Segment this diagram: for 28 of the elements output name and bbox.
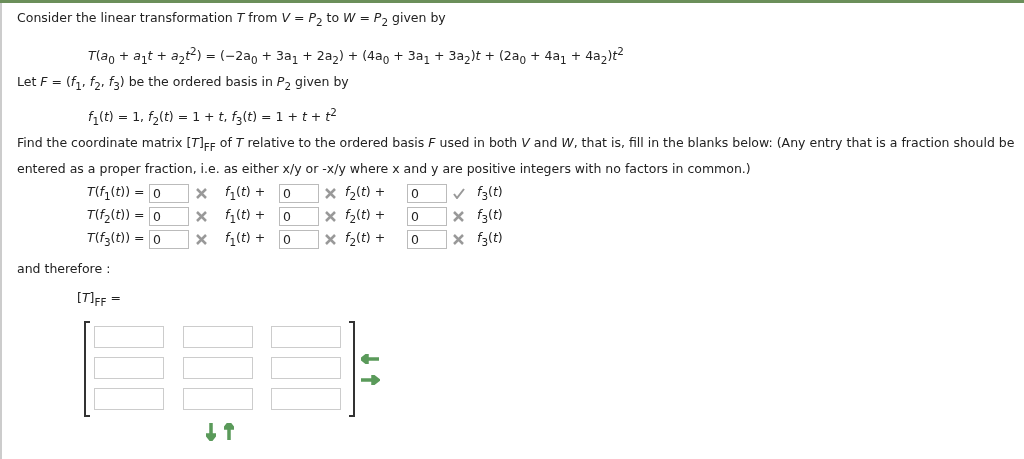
equation-label: T(f$_{1}$(t)) = <box>87 184 145 204</box>
input-field: 0 <box>279 207 319 226</box>
input-field: 0 <box>149 184 189 203</box>
equation-label: T(f$_{3}$(t)) = <box>87 230 145 250</box>
equation: f$_{1}$(t) = 1, f$_{2}$(t) = 1 + t, f$_{3}$(t) = 1 + t + t$^{2}$ <box>88 105 337 129</box>
input-field: 0 <box>149 207 189 226</box>
basis-term: f$_{3}$(t) <box>477 230 503 250</box>
basis-term: f$_{3}$(t) <box>477 207 503 227</box>
instruction-text: Find the coordinate matrix [T]$_{FF}$ of T relative to the ordered basis F used in both V and W, that is, fill in the blanks below: (Any entry that is a fraction should be entered as a proper fraction, i.e. as either x/y or -x/y where x and y are positive integers with no factors in common.) <box>17 134 1016 178</box>
equation-label: T(f$_{2}$(t)) = <box>87 207 145 227</box>
equation: T(a$_{0}$ + a$_{1}$t + a$_{2}$t$^{2}$) = (−2a$_{0}$ + 3a$_{1}$ + 2a$_{2}$) + (4a$_{0}$ + 3a$_{1}$ + 3a$_{2}$)t + (2a$_{0}$ + 4a$_{1}$ + 4a$_{2}$)t$^{2}$ <box>88 44 624 68</box>
basis-term: f$_{1}$(t) + <box>225 207 266 227</box>
input-field: 0 <box>407 184 447 203</box>
question-text: and therefore : <box>17 261 111 277</box>
basis-term: f$_{2}$(t) + <box>345 184 386 204</box>
matrix-label: [T]$_{FF}$ = <box>77 290 121 310</box>
basis-term: f$_{2}$(t) + <box>345 230 386 250</box>
basis-term: f$_{2}$(t) + <box>345 207 386 227</box>
question-text: Let F = (f$_{1}$, f$_{2}$, f$_{3}$) be the ordered basis in P$_{2}$ given by <box>17 74 349 94</box>
input-field: 0 <box>407 230 447 249</box>
basis-term: f$_{1}$(t) + <box>225 184 266 204</box>
input-field: 0 <box>279 230 319 249</box>
question-text: Consider the linear transformation T from V = P$_{2}$ to W = P$_{2}$ given by <box>17 10 446 30</box>
input-field: 0 <box>279 184 319 203</box>
basis-term: f$_{1}$(t) + <box>225 230 266 250</box>
basis-term: f$_{3}$(t) <box>477 184 503 204</box>
input-field: 0 <box>407 207 447 226</box>
input-field: 0 <box>149 230 189 249</box>
